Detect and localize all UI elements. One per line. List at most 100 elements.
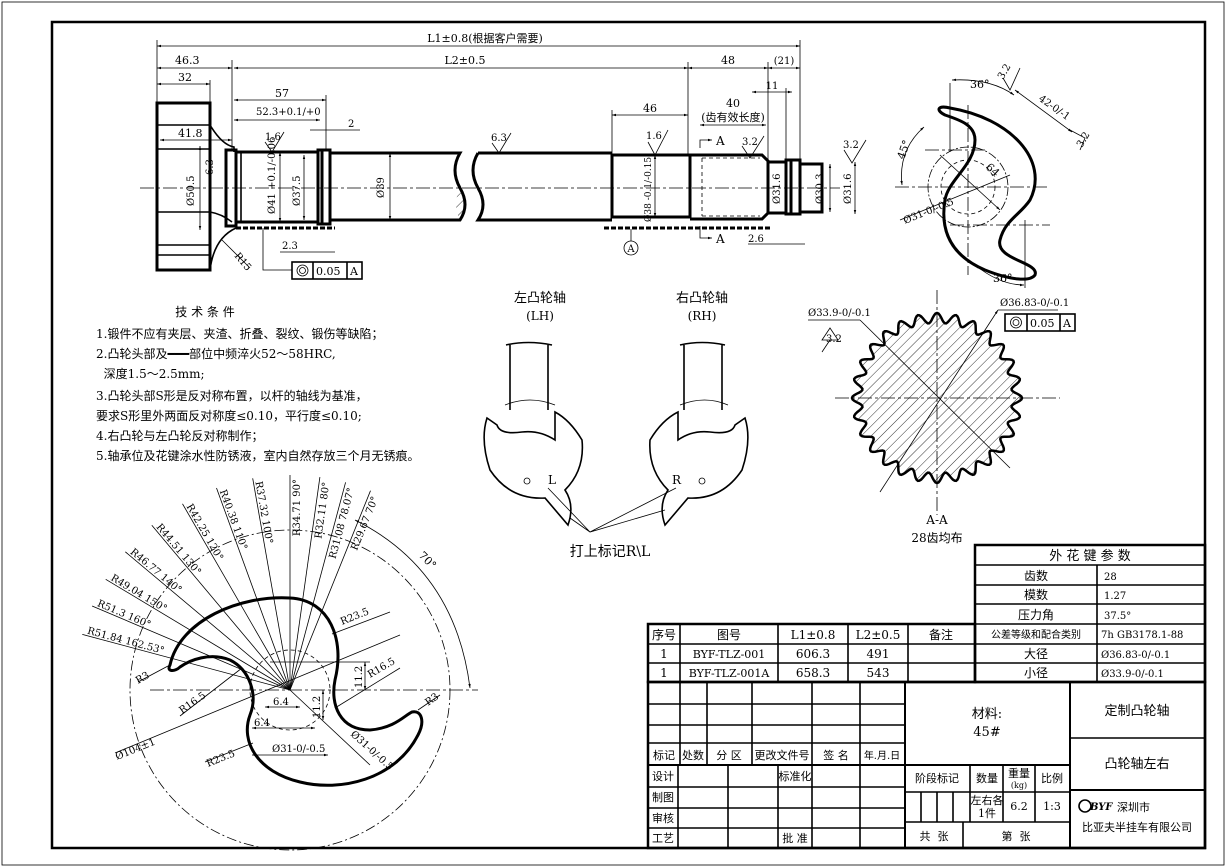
parts-header: L1±0.8	[791, 628, 836, 642]
rev-header: 分 区	[716, 749, 742, 762]
lh-cam-sketch	[483, 410, 584, 527]
parts-cell: 658.3	[796, 666, 830, 680]
roughness-symbols: 1.6 6.3 1.6 3.2 3.2 6.3	[205, 129, 867, 175]
radial-dimension-line	[105, 578, 291, 691]
dim-6-4: 6.4	[254, 718, 270, 729]
scale-value: 1:3	[1043, 800, 1061, 813]
param-value: Ø36.83-0/-0.1	[1101, 650, 1170, 661]
approve-label: 批 准	[782, 831, 808, 845]
rev-header: 年.月.日	[864, 749, 900, 762]
rev-header: 处数	[682, 749, 704, 762]
dim-48: 48	[721, 54, 735, 67]
spline-params-table: 外 花 键 参 数 齿数 28 模数 1.27 压力角 37.5° 公差等级和配…	[973, 543, 1207, 684]
roughness-3-2: 3.2	[996, 62, 1013, 81]
dim-46: 46	[643, 102, 657, 115]
dim-r3: R3	[423, 691, 441, 708]
parts-header: 图号	[717, 628, 741, 642]
dim-r16-5: R16.5	[177, 690, 208, 716]
dim-32: 32	[178, 71, 192, 84]
material-label: 材料:	[972, 707, 1002, 722]
concentricity-icon	[1010, 316, 1022, 329]
technical-requirements: 技 术 条 件 1.锻件不应有夹层、夹渣、折叠、裂纹、锻伤等缺陷； 2.凸轮头部…	[96, 305, 419, 463]
parts-cell: 1	[660, 647, 668, 661]
parts-cell: BYF-TLZ-001	[693, 648, 766, 661]
dim-dia-104: Ø104±1	[114, 737, 157, 763]
cam-profile-view: R51.84 162.53°R51.3 160°R49.04 150°R46.7…	[82, 475, 478, 851]
sign-label: 制图	[652, 791, 674, 804]
dim-2-6: 2.6	[748, 234, 764, 245]
weight-unit: (kg)	[1011, 781, 1027, 790]
tolerance-datum: A	[349, 265, 359, 278]
param-label: 模数	[1024, 587, 1048, 602]
radial-dimension-line	[252, 478, 291, 691]
roughness-3-2: 3.2	[826, 334, 842, 345]
tolerance-value: 0.05	[316, 265, 341, 278]
param-value: 37.5°	[1104, 611, 1131, 622]
radius-label: R32.11 80°	[313, 481, 332, 539]
material-value: 45#	[973, 725, 1000, 740]
roughness-1-6: 1.6	[265, 132, 281, 143]
radial-dimensions: R51.84 162.53°R51.3 160°R49.04 150°R46.7…	[82, 475, 381, 691]
cam-end-view: 36° 36° 45° 42-0/-1 64 Ø31-0/-0.5 3.2 3.…	[895, 62, 1093, 288]
tech-line: 要求S形里外两面反对称度≤0.10，平行度≤0.10;	[96, 408, 362, 423]
dim-dia-41: Ø41 +0.1/-0.06	[267, 137, 278, 214]
dim-dia-31: Ø31-0/-0.5	[902, 197, 956, 227]
parts-table: 序号 图号 L1±0.8 L2±0.5 备注 1 BYF-TLZ-001 606…	[646, 622, 977, 684]
angle-45: 45°	[895, 138, 914, 161]
parts-cell: 1	[660, 666, 668, 680]
dim-minor-dia: Ø33.9-0/-0.1	[808, 308, 871, 319]
tech-line: 4.右凸轮与左凸轮反对称制作；	[96, 428, 263, 443]
sheets-total: 共 张	[920, 830, 949, 843]
rh-cam-sketch	[649, 410, 749, 527]
rh-sub: (RH)	[688, 309, 717, 323]
title-block: 标记 处数 分 区 更改文件号 签 名 年.月.日 设计 制图 审核 工艺 标准…	[646, 680, 1207, 850]
datum-a-label: A	[626, 244, 635, 255]
tech-line: 3.凸轮头部S形是反对称布置，以杆的轴线为基准，	[96, 388, 368, 403]
section-mark-a-bottom: A	[715, 232, 725, 246]
dim-l1: L1±0.8(根据客户需要)	[427, 31, 543, 45]
radial-dimension-line	[182, 503, 291, 691]
weight-value: 6.2	[1010, 800, 1028, 813]
parts-cell: 606.3	[796, 647, 830, 661]
dim-11: 11	[766, 81, 779, 92]
shaft-view: L1±0.8(根据客户需要) 46.3 L2±0.5 48 (21) 32 11…	[140, 31, 867, 280]
lh-sub: (LH)	[526, 309, 554, 323]
param-value: 1.27	[1104, 591, 1126, 602]
param-label: 公差等级和配合类别	[991, 628, 1081, 641]
lh-rh-sketches: 左凸轮轴 (LH) 右凸轮轴 (RH) L R 打上标记R\L	[483, 291, 749, 560]
company-city: 深圳市	[1117, 800, 1150, 814]
parts-cell: 543	[867, 666, 890, 680]
param-label: 齿数	[1024, 568, 1048, 583]
dim-21: (21)	[774, 56, 795, 67]
rh-title: 右凸轮轴	[676, 291, 728, 306]
sign-label: 审核	[652, 811, 674, 825]
radius-label: R40.38 110°	[217, 488, 249, 551]
company-logo: BYF	[1078, 799, 1113, 813]
qty-label: 数量	[976, 772, 998, 785]
marking-note: 打上标记R\L	[570, 543, 651, 560]
datum-a-circle	[623, 240, 639, 256]
groove	[316, 148, 332, 226]
dim-2: 2	[348, 119, 354, 130]
parts-header: L2±0.5	[856, 628, 901, 642]
dim-l2: L2±0.5	[444, 54, 485, 67]
dim-dia-50-5: Ø50.5	[186, 176, 197, 206]
radial-dimension-line	[91, 605, 291, 691]
inner-frame	[50, 20, 1207, 850]
sheet-number: 第 张	[1002, 829, 1031, 843]
dim-11-2: 11.2	[312, 696, 323, 718]
tolerance-datum: A	[1062, 317, 1072, 330]
dim-dia-31-6: Ø31.6	[843, 174, 854, 204]
parts-header: 备注	[929, 627, 953, 642]
qty-value: 左右各	[971, 793, 1004, 807]
cam-end-profile	[937, 105, 1037, 281]
param-label: 压力角	[1018, 608, 1054, 622]
dim-dia-37-5: Ø37.5	[292, 176, 303, 206]
rh-mark: R	[672, 473, 682, 487]
drawing-subname: 凸轮轴左右	[1104, 757, 1169, 772]
tech-line: 1.锻件不应有夹层、夹渣、折叠、裂纹、锻伤等缺陷；	[96, 326, 383, 341]
param-value: 28	[1104, 572, 1117, 583]
dim-major-dia: Ø36.83-0/-0.1	[1000, 298, 1069, 309]
